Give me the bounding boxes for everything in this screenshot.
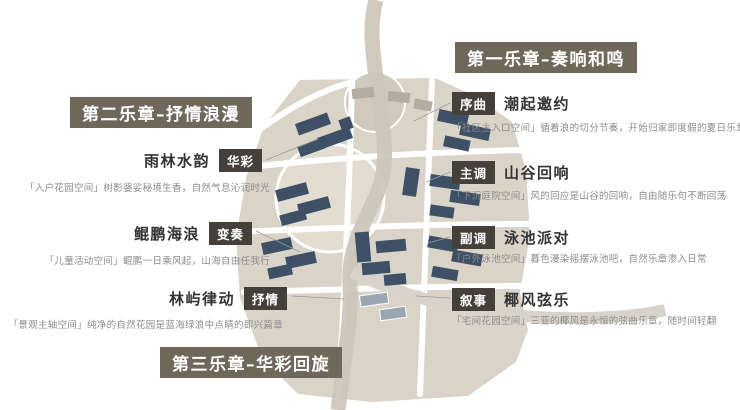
legend-entry-isle-rhythm: 林屿律动 抒情: [169, 287, 287, 310]
movement-3-title: 第三乐章–华彩回旋: [160, 347, 342, 378]
narrative-desc: 「宅间花园空间」三亚的椰风是永恒的弦曲乐章，随时间轻翻: [452, 316, 717, 327]
movement-1-title: 第一乐章–奏响和鸣: [455, 42, 637, 73]
isle-rhythm-title: 林屿律动: [168, 290, 235, 308]
overture-badge: 序曲: [452, 92, 496, 115]
secondary-buildings: [351, 86, 433, 112]
building-clusters: [261, 109, 491, 286]
legend-entry-main-theme: 主调 山谷回响: [452, 161, 570, 184]
kunpeng-badge: 变奏: [208, 222, 252, 245]
kunpeng-desc: 「儿童活动空间」鲲鹏一日乘风起，山海自由任我行: [44, 256, 270, 267]
sub-theme-desc: 「户外泳池空间」暮色漫染摇摆泳池吧，自然乐章渗入日常: [452, 254, 707, 265]
kunpeng-title: 鲲鹏海浪: [133, 225, 200, 243]
overture-desc: 「社区主入口空间」循着浪的切分节奏，开始归家即度假的夏日乐章: [452, 123, 740, 134]
main-theme-desc: 「下沉庭院空间」风的回应是山谷的回响，自由随乐句不断回荡: [452, 191, 727, 202]
isle-rhythm-desc: 「景观主轴空间」纯净的自然花园是蓝海绿浪中点睛的即兴篇章: [8, 320, 283, 331]
narrative-badge: 叙事: [452, 288, 496, 311]
movement-2-title: 第二乐章–抒情浪漫: [70, 97, 252, 128]
legend-entry-rainforest: 雨林水韵 华彩: [144, 149, 262, 172]
legend-entry-kunpeng: 鲲鹏海浪 变奏: [134, 222, 252, 245]
future-buildings: [358, 291, 408, 322]
overture-title: 潮起邀约: [504, 95, 571, 113]
isle-rhythm-badge: 抒情: [243, 287, 287, 310]
narrative-title: 椰风弦乐: [504, 291, 571, 309]
main-road: [330, 0, 667, 410]
legend-entry-narrative: 叙事 椰风弦乐: [452, 288, 570, 311]
sub-theme-title: 泳池派对: [504, 229, 571, 247]
sub-theme-badge: 副调: [452, 226, 496, 249]
main-theme-title: 山谷回响: [504, 164, 571, 182]
legend-entry-sub-theme: 副调 泳池派对: [452, 226, 570, 249]
leader-lines: [255, 102, 451, 300]
rainforest-desc: 「入户花园空间」树影婆娑秘境生香，自然气息沁润时光: [24, 183, 270, 194]
rainforest-title: 雨林水韵: [143, 152, 210, 170]
main-theme-badge: 主调: [452, 161, 496, 184]
legend-entry-overture: 序曲 潮起邀约: [452, 92, 570, 115]
rainforest-badge: 华彩: [218, 149, 262, 172]
